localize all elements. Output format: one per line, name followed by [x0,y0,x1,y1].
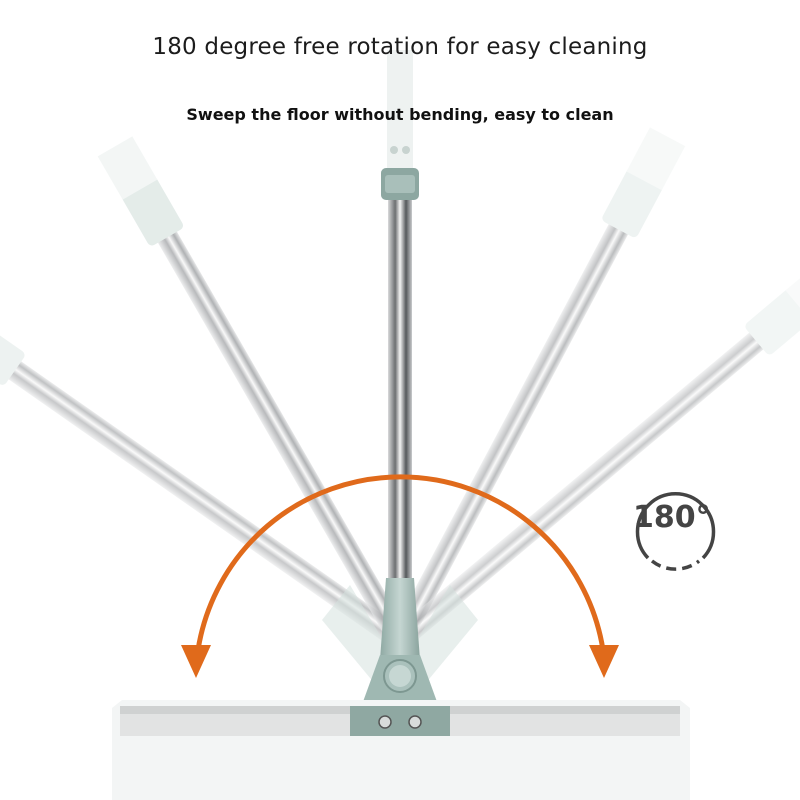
handle-center [381,50,419,590]
curved-double-arrow-icon [181,474,619,678]
subheadline: Sweep the floor without bending, easy to… [186,105,614,124]
handle-left [97,136,410,646]
handle-far-left [0,315,407,650]
joint-ghosts [322,585,478,690]
handle-far-right [392,258,800,649]
badge-label: 180° [633,500,711,535]
pivot-joint [360,578,440,710]
rotation-180-icon [635,492,716,571]
squeegee-base [112,700,690,800]
handle-right [390,127,686,646]
headline: 180 degree free rotation for easy cleani… [152,34,648,60]
